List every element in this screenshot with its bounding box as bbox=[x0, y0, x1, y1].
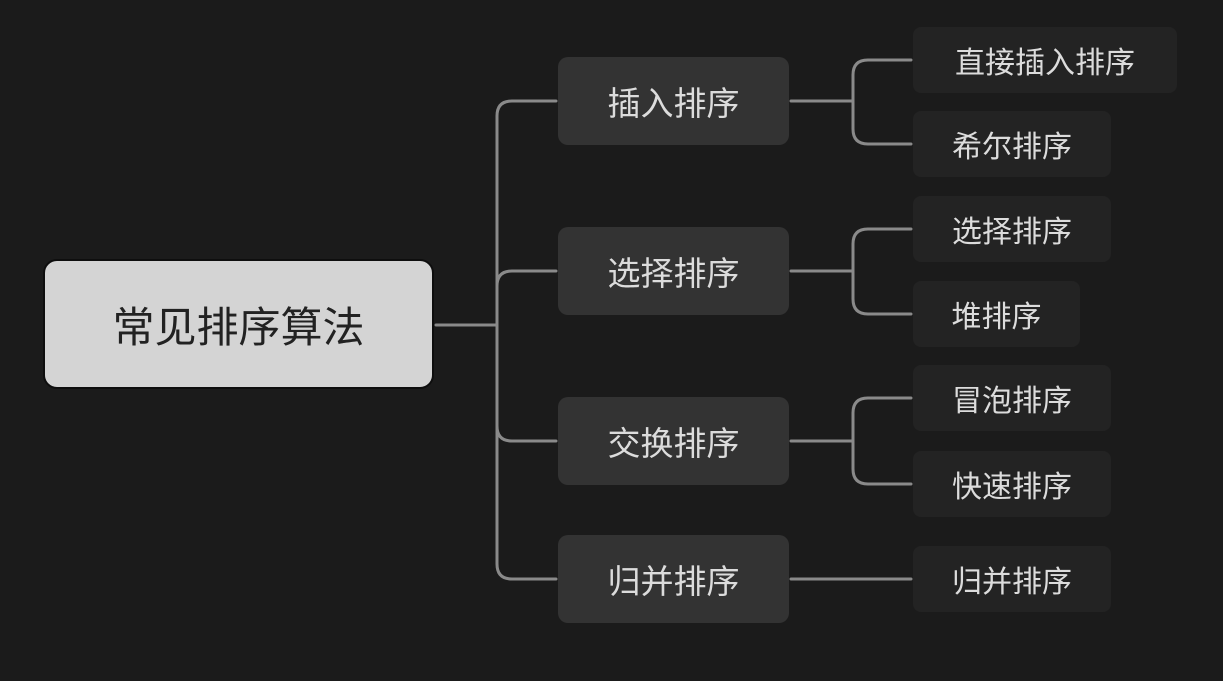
connector-branch-1-children bbox=[851, 58, 913, 146]
leaf-node-quick-sort[interactable]: 快速排序 bbox=[913, 451, 1111, 517]
leaf-node-bubble-sort[interactable]: 冒泡排序 bbox=[913, 365, 1111, 431]
leaf-label: 直接插入排序 bbox=[955, 46, 1135, 81]
connector-branch-2-children bbox=[851, 227, 913, 316]
leaf-node-merge-sort[interactable]: 归并排序 bbox=[913, 546, 1111, 612]
connector-to-branch-3 bbox=[495, 424, 558, 443]
leaf-node-heap-sort[interactable]: 堆排序 bbox=[913, 281, 1080, 347]
leaf-node-selection-sort[interactable]: 选择排序 bbox=[913, 196, 1111, 262]
branch-node-exchange-sort[interactable]: 交换排序 bbox=[558, 397, 789, 485]
leaf-node-shell-sort[interactable]: 希尔排序 bbox=[913, 111, 1111, 177]
leaf-label: 选择排序 bbox=[952, 215, 1072, 250]
connector-trunk bbox=[495, 99, 519, 581]
branch-node-selection-sort[interactable]: 选择排序 bbox=[558, 227, 789, 315]
branch-label: 归并排序 bbox=[607, 562, 740, 601]
branch-label: 插入排序 bbox=[607, 84, 740, 123]
connector-to-branch-2 bbox=[495, 269, 558, 288]
root-label: 常见排序算法 bbox=[112, 302, 365, 352]
connector-branch-3-children bbox=[851, 396, 913, 486]
leaf-label: 快速排序 bbox=[952, 470, 1072, 505]
leaf-label: 归并排序 bbox=[952, 565, 1072, 600]
leaf-label: 希尔排序 bbox=[952, 130, 1072, 165]
branch-label: 选择排序 bbox=[607, 254, 740, 293]
leaf-label: 冒泡排序 bbox=[952, 384, 1072, 419]
leaf-label: 堆排序 bbox=[951, 300, 1042, 335]
branch-node-merge-sort[interactable]: 归并排序 bbox=[558, 535, 789, 623]
branch-node-insertion-sort[interactable]: 插入排序 bbox=[558, 57, 789, 145]
root-node[interactable]: 常见排序算法 bbox=[43, 259, 434, 389]
leaf-node-straight-insertion-sort[interactable]: 直接插入排序 bbox=[913, 27, 1177, 93]
branch-label: 交换排序 bbox=[607, 424, 740, 463]
